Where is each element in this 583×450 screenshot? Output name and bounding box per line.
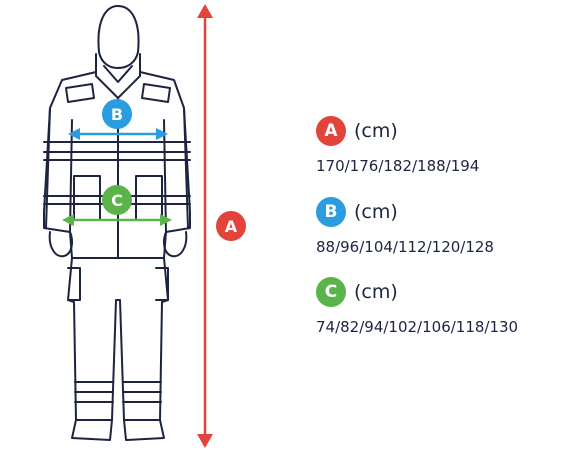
legend-c-badge: C [316, 277, 346, 307]
legend-c-values: 74/82/94/102/106/118/130 [316, 318, 519, 336]
badge-a-circle [216, 211, 246, 241]
suit-outline [43, 5, 191, 441]
left-foot [71, 419, 113, 441]
legend-c-unit: (cm) [354, 281, 398, 303]
left-pocket [73, 175, 101, 221]
waist-arrow-left [62, 214, 74, 226]
left-shoulder-flap [65, 83, 95, 103]
right-foot [123, 419, 165, 441]
measure-c: C [62, 185, 172, 226]
badge-a-label: A [225, 217, 238, 236]
thigh-pocket-left [67, 267, 81, 301]
right-arm-inner [163, 119, 167, 233]
right-hand [163, 231, 188, 258]
legend-a-row: A (cm) [316, 116, 398, 146]
legend-b-values: 88/96/104/112/120/128 [316, 238, 494, 256]
left-arm [45, 107, 51, 229]
legend-a-badge: A [316, 116, 346, 146]
chest-arrow-right [156, 128, 168, 140]
legend-c-row: C (cm) [316, 277, 398, 307]
right-shoulder-flap [141, 83, 171, 103]
height-arrow-bottom [197, 434, 213, 448]
head [97, 5, 140, 69]
thigh-pocket-right [155, 267, 169, 301]
trousers [67, 257, 169, 421]
badge-b-circle [102, 99, 132, 129]
left-arm-inner [69, 119, 73, 233]
right-pocket [135, 175, 163, 221]
legend-b-badge: B [316, 197, 346, 227]
collar-inner [103, 65, 133, 83]
left-hand [48, 231, 73, 258]
legend-b-unit: (cm) [354, 201, 398, 223]
legend-a-values: 170/176/182/188/194 [316, 157, 480, 175]
legend-b-row: B (cm) [316, 197, 398, 227]
waist-arrow-right [160, 214, 172, 226]
badge-b-label: B [111, 105, 123, 124]
height-arrow-top [197, 4, 213, 18]
chest-arrow-left [68, 128, 80, 140]
badge-c-circle [102, 185, 132, 215]
right-arm [183, 107, 189, 229]
badge-c-label: C [111, 191, 123, 210]
measure-a: A [197, 4, 246, 448]
measure-b: B [68, 99, 168, 140]
legend-a-unit: (cm) [354, 120, 398, 142]
